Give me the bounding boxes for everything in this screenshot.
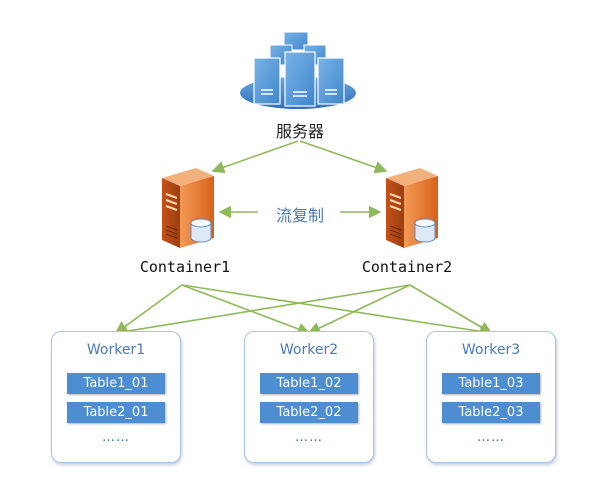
connector-c2-worker1	[114, 284, 411, 338]
worker-title: Worker2	[279, 342, 339, 358]
table-item: Table1_02	[260, 373, 358, 394]
table-item: Table2_02	[260, 402, 358, 423]
table-item: Table1_01	[67, 373, 165, 394]
server-connectors	[211, 140, 388, 174]
tower-server-icon	[386, 168, 438, 248]
connector-server-container1	[211, 140, 299, 174]
connector-server-container2	[299, 140, 388, 174]
server-cluster-icon	[240, 31, 356, 109]
connector-c2-worker2	[307, 284, 411, 334]
container2-label: Container2	[361, 258, 453, 276]
connector-c2-worker3	[409, 284, 493, 334]
more-tables-ellipsis: ……	[295, 430, 323, 445]
connector-c1-worker2	[181, 284, 311, 336]
connector-c1-worker3	[181, 284, 493, 338]
worker-node: Worker1 Table1_01 Table2_01 ……	[51, 331, 181, 463]
table-item: Table1_03	[442, 373, 540, 394]
table-item: Table2_03	[442, 402, 540, 423]
connector-c1-worker1	[114, 284, 183, 334]
worker-title: Worker1	[86, 342, 146, 358]
worker-title: Worker3	[461, 342, 521, 358]
worker-node: Worker3 Table1_03 Table2_03 ……	[426, 331, 556, 463]
table-item: Table2_01	[67, 402, 165, 423]
container1-label: Container1	[139, 258, 231, 276]
more-tables-ellipsis: ……	[102, 430, 130, 445]
worker-node: Worker2 Table1_02 Table2_02 ……	[244, 331, 374, 463]
more-tables-ellipsis: ……	[477, 430, 505, 445]
tower-server-icon	[162, 168, 214, 248]
replication-label: 流复制	[260, 202, 340, 226]
worker-connectors	[114, 284, 493, 338]
server-label: 服务器	[275, 122, 324, 141]
